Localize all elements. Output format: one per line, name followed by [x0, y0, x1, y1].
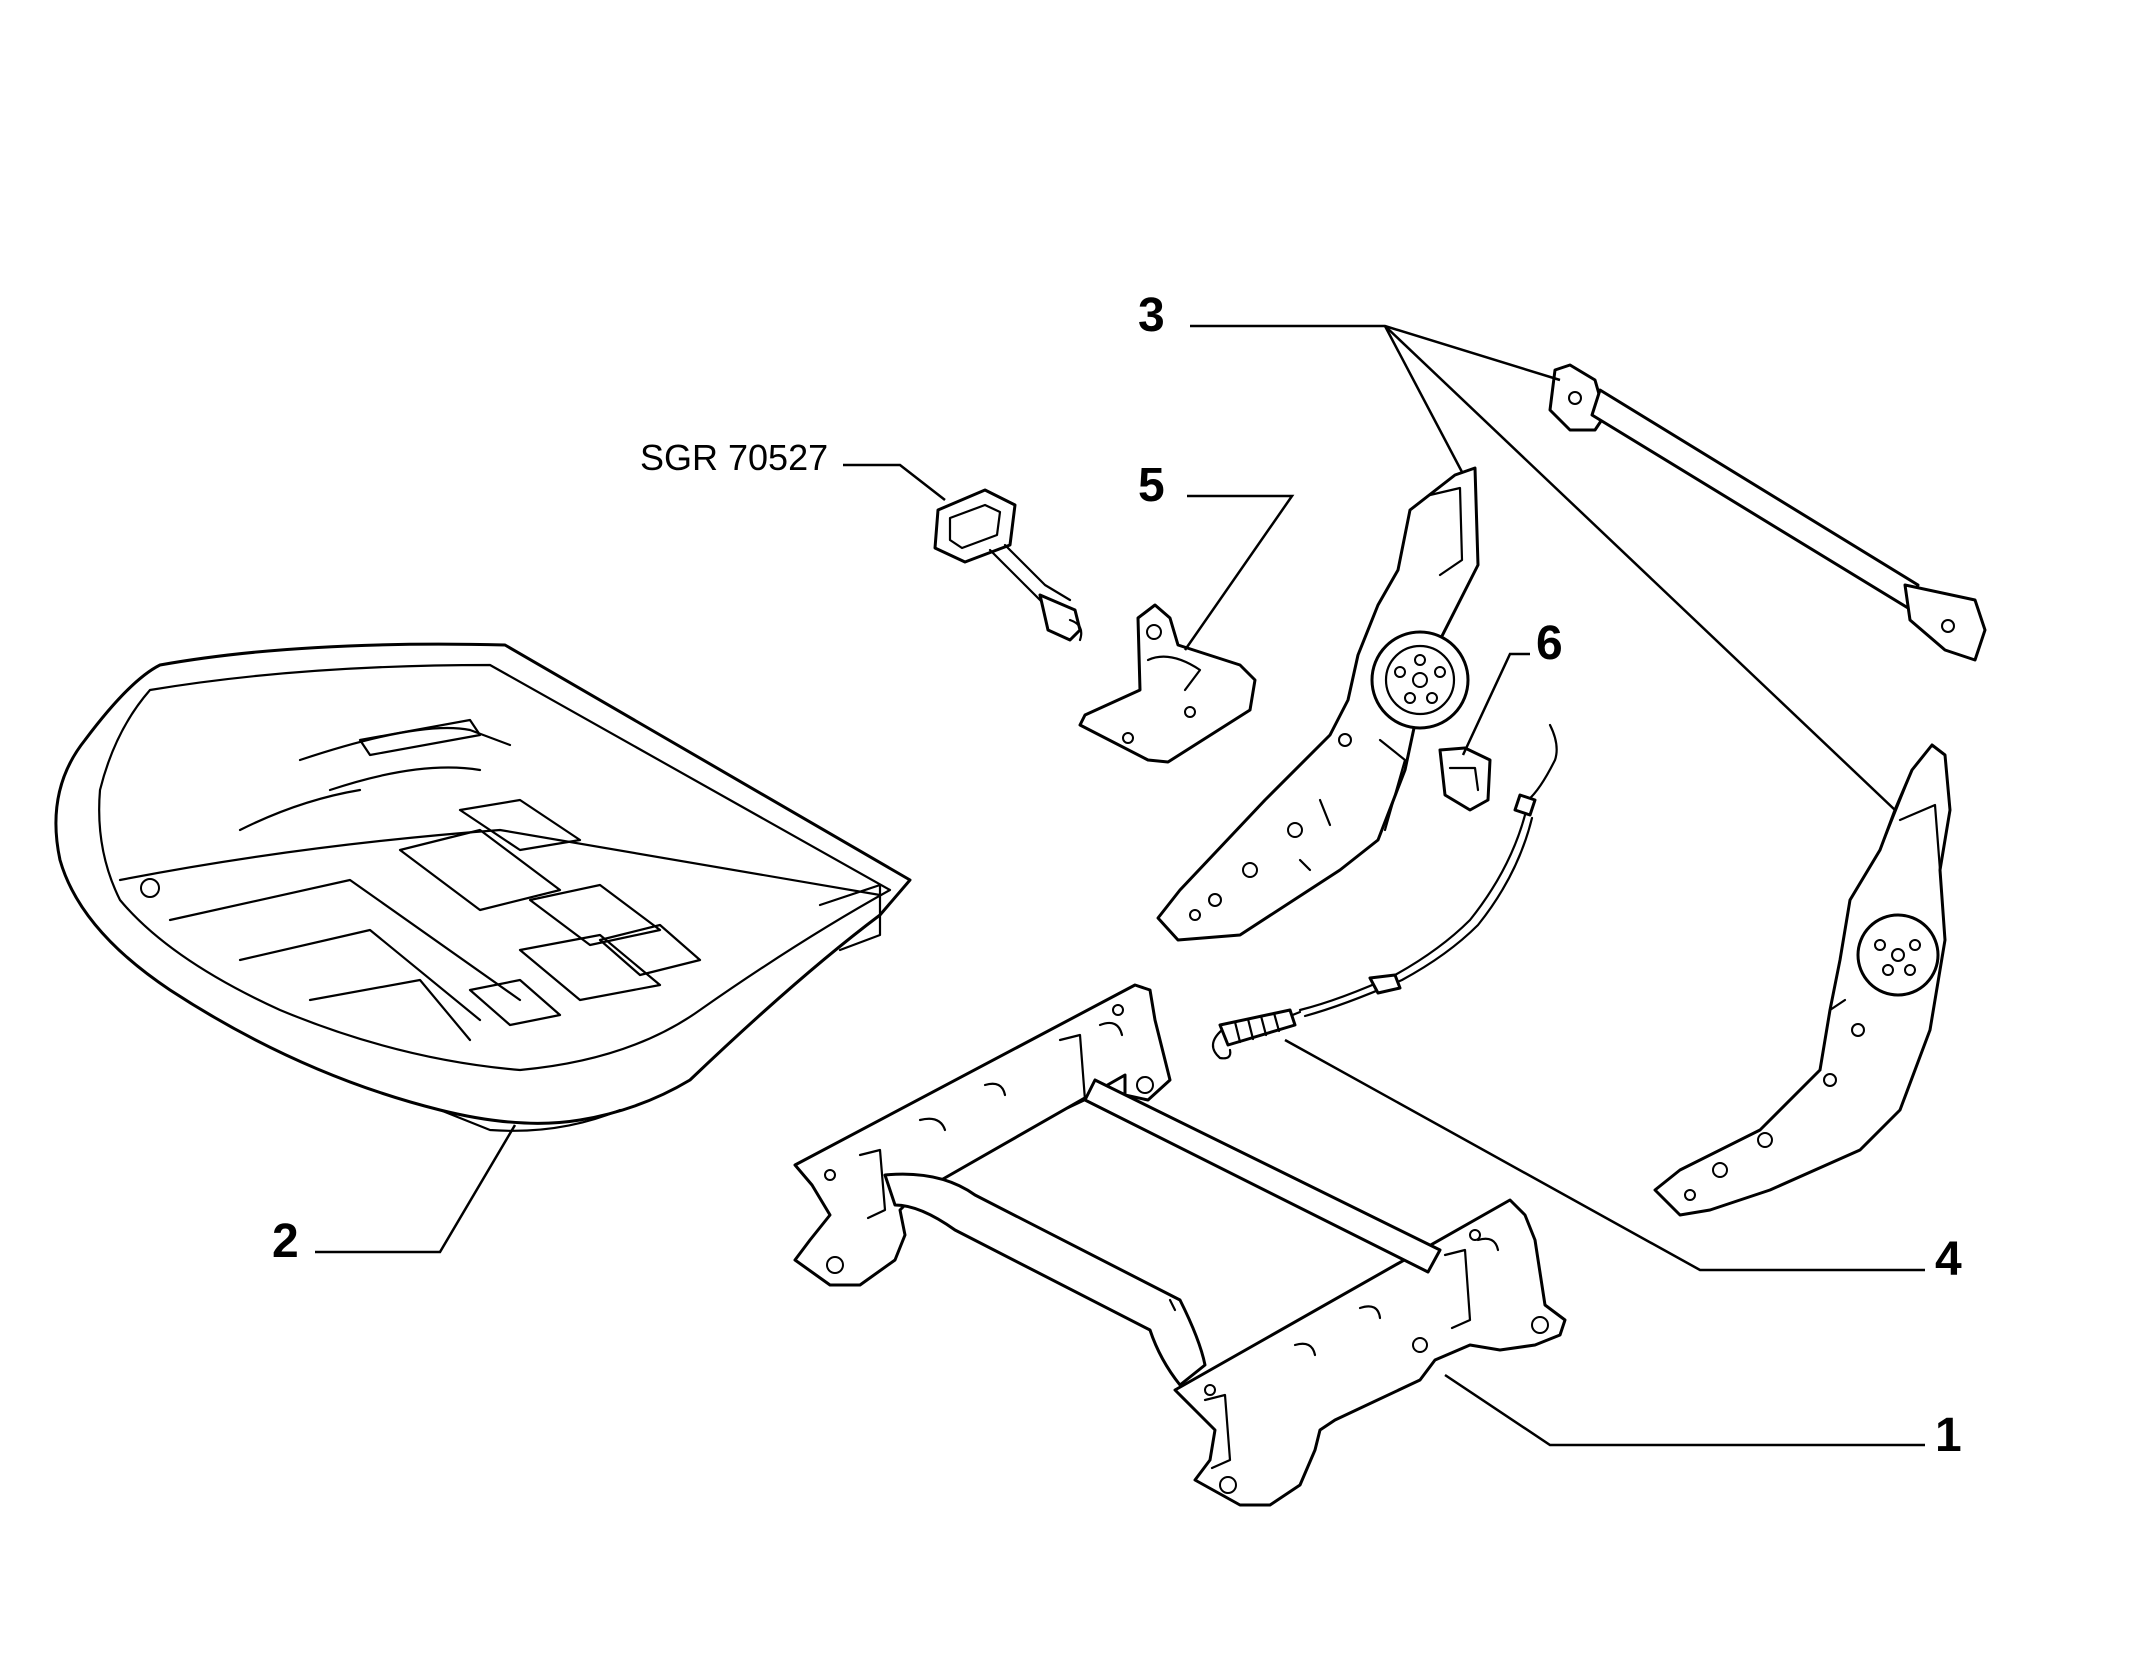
- leader-line-1: [1444, 1373, 1925, 1447]
- callout-3: 3: [1138, 289, 1165, 342]
- recliner-mechanism-right: [1653, 743, 1952, 1217]
- leader-line-6: [1461, 652, 1530, 756]
- leader-line-3: [1190, 324, 1561, 382]
- leader-line-ref: [843, 463, 946, 501]
- seat-cushion-pan: [54, 642, 912, 1132]
- callout-5: 5: [1138, 459, 1165, 512]
- leader-line-5: [1183, 494, 1295, 651]
- bracket-part-5: [1078, 603, 1257, 764]
- callout-2: 2: [272, 1215, 299, 1268]
- leader-line-3-b: [1383, 325, 1464, 473]
- cross-bar: [1548, 363, 1987, 662]
- leader-line-4: [1284, 1038, 1925, 1272]
- reference-code-label: SGR 70527: [640, 437, 829, 478]
- leader-line-3-c: [1384, 325, 1896, 811]
- callout-4: 4: [1935, 1233, 1962, 1286]
- recliner-mechanism-left: [1156, 466, 1480, 942]
- callout-6: 6: [1536, 617, 1563, 670]
- release-cable-part-4: [1211, 723, 1558, 1060]
- leader-lines: [315, 324, 1925, 1447]
- leader-line-2: [315, 1124, 517, 1254]
- callout-1: 1: [1935, 1409, 1962, 1462]
- clip-part-6: [1438, 746, 1492, 812]
- seat-belt-buckle: [933, 488, 1083, 642]
- seat-frame-part-1: [793, 983, 1567, 1507]
